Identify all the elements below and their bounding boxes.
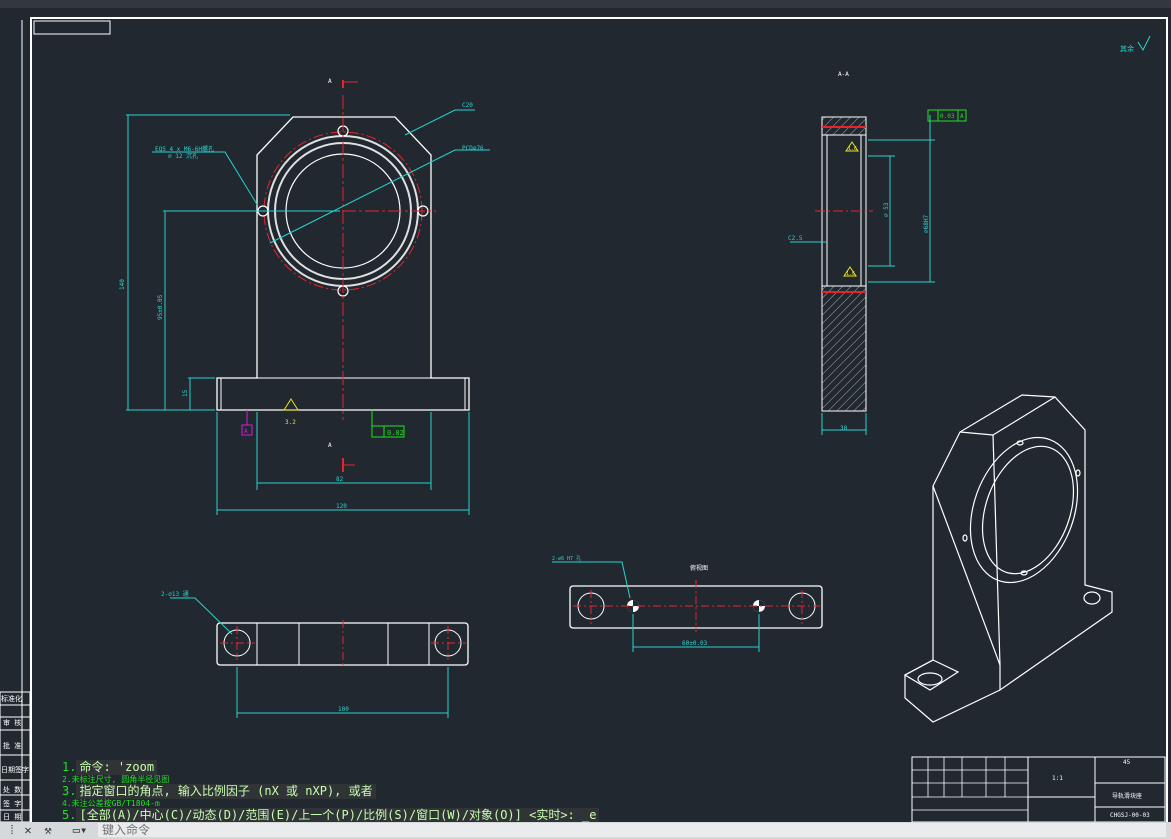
general-roughness-note: 其余	[1120, 35, 1151, 53]
svg-text:0.02: 0.02	[387, 429, 404, 437]
svg-text:60±0.03: 60±0.03	[682, 640, 708, 647]
app-top-bar	[0, 0, 1171, 8]
svg-text:⌀ 53: ⌀ 53	[883, 202, 890, 217]
svg-text:导轨滑块座: 导轨滑块座	[1112, 792, 1142, 800]
svg-text:A: A	[960, 113, 964, 120]
command-history: 1.命令: 'zoom 2.未标注尺寸, 圆角半径见图 3.指定窗口的角点, 输…	[62, 760, 622, 832]
svg-text:100: 100	[338, 706, 349, 713]
cad-drawing-canvas[interactable]: 标准化 审 核 批 准 日期签字 处 数 签 字 日 期 其余	[0, 8, 1171, 822]
svg-text:2-⌀6 H7 孔: 2-⌀6 H7 孔	[552, 555, 581, 562]
command-line: 5.[全部(A)/中心(C)/动态(D)/范围(E)/上一个(P)/比例(S)/…	[62, 808, 622, 823]
rev-label: 日 期	[3, 813, 21, 821]
title-block	[911, 756, 1166, 822]
svg-text:CHGSJ-00-03: CHGSJ-00-03	[1110, 812, 1150, 819]
sheet-frame	[21, 17, 1168, 822]
dim-text: PCD⌀76	[462, 145, 484, 152]
svg-text:2-⌀13 通: 2-⌀13 通	[161, 590, 189, 598]
drag-handle-icon[interactable]: ⁞	[8, 823, 16, 837]
rev-label: 签 字	[3, 799, 21, 808]
side-view: 2-⌀13 通 100	[161, 590, 469, 718]
svg-text:1.6: 1.6	[848, 146, 857, 152]
command-input[interactable]	[98, 823, 1166, 837]
svg-text:⌀68H7: ⌀68H7	[923, 215, 930, 233]
dim-text: 15	[182, 389, 189, 397]
svg-text:其余: 其余	[1120, 44, 1134, 53]
svg-text:俯视图: 俯视图	[690, 564, 708, 572]
svg-text:45: 45	[1123, 759, 1131, 766]
revision-strip: 标准化 审 核 批 准 日期签字 处 数 签 字 日 期	[0, 691, 31, 822]
svg-text:1:1: 1:1	[1052, 775, 1063, 782]
rev-label: 标准化	[1, 694, 22, 703]
section-label: A	[328, 442, 332, 449]
command-line: 2.未标注尺寸, 圆角半径见图	[62, 775, 170, 784]
dim-text: 140	[119, 279, 126, 290]
svg-text:A-A: A-A	[838, 71, 849, 78]
command-prompt-icon[interactable]: ▭▾	[72, 823, 88, 837]
section-label: A	[328, 78, 332, 85]
wrench-icon[interactable]: ⚒	[44, 823, 52, 837]
close-icon[interactable]: ✕	[24, 823, 32, 837]
dim-text: ⌀ 12 沉孔	[168, 152, 198, 160]
svg-text:1.6: 1.6	[846, 271, 855, 277]
command-line: 1.命令: 'zoom	[62, 760, 622, 775]
dim-text: 120	[336, 503, 347, 510]
command-bar: ⁞ ✕ ⚒ ▭▾	[0, 822, 1171, 839]
rev-label: 批 准	[3, 741, 21, 750]
rev-label: 处 数	[3, 785, 21, 794]
isometric-view	[903, 394, 1113, 723]
command-line: 4.未注公差按GB/T1804-m	[62, 799, 160, 808]
title-block-text: 1:1 45 导轨滑块座 CHGSJ-00-03	[1052, 759, 1150, 819]
svg-text:3.2: 3.2	[285, 419, 296, 426]
rev-label: 审 核	[3, 718, 21, 727]
svg-text:30: 30	[840, 425, 848, 432]
dim-text: C20	[462, 102, 473, 109]
svg-text:0.03: 0.03	[940, 113, 955, 120]
svg-text:C2.5: C2.5	[788, 235, 803, 242]
dim-text: 82	[336, 476, 344, 483]
front-view: A A C20 PCD⌀76 EQS 4 x M6-6H螺孔 ⌀ 12 沉孔	[119, 78, 490, 515]
top-view: 俯视图 2-⌀6 H7 孔 60±0.03	[552, 555, 823, 652]
rev-label: 日期签字	[1, 765, 29, 774]
dim-text: EQS 4 x M6-6H螺孔	[155, 145, 214, 153]
section-view: A-A ⌀ 53 ⌀68H7 30	[788, 71, 967, 435]
dim-text: 95±0.05	[157, 294, 164, 320]
command-line: 3.指定窗口的角点, 输入比例因子 (nX 或 nXP), 或者	[62, 784, 622, 799]
svg-text:A: A	[244, 428, 248, 435]
